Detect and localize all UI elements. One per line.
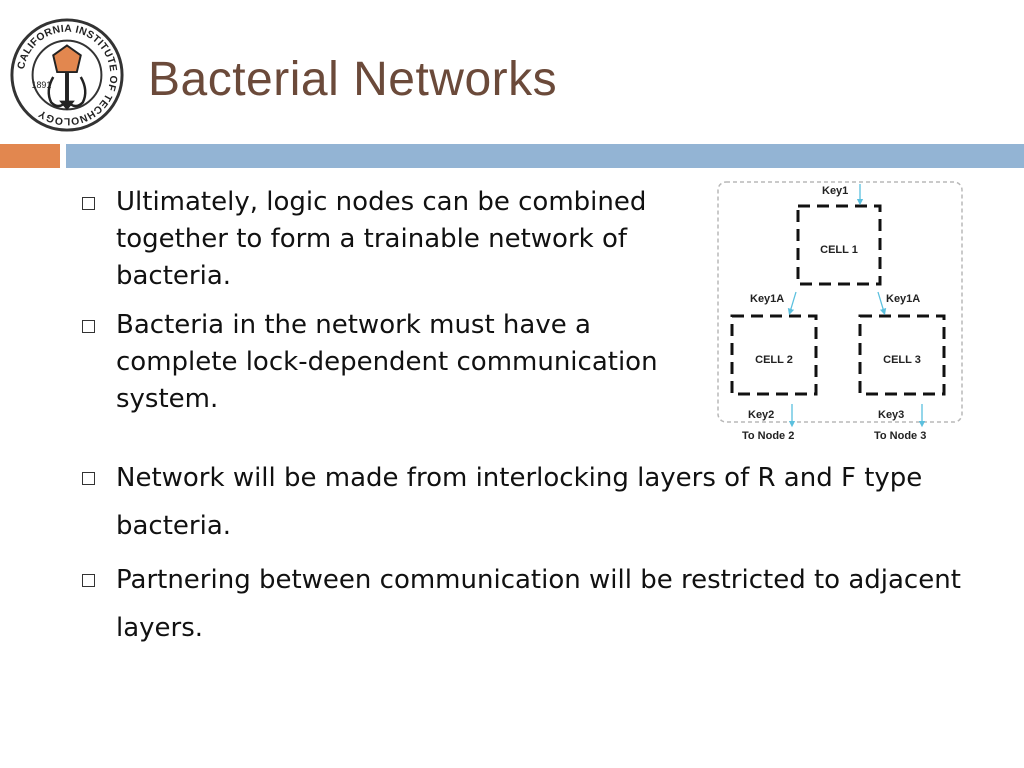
bullet-item: Partnering between communication will be… xyxy=(78,556,978,652)
cell-1-box xyxy=(796,204,882,286)
caltech-seal-icon: CALIFORNIA INSTITUTE OF TECHNOLOGY 1891 xyxy=(10,18,124,132)
slide-title: Bacterial Networks xyxy=(148,53,558,106)
bullet-text: Ultimately, logic nodes can be combined … xyxy=(116,187,647,291)
key1-label: Key1 xyxy=(822,185,848,197)
header-accent-bar-orange xyxy=(0,144,60,168)
key1a-right-arrow xyxy=(877,291,887,316)
cell-3-label: CELL 3 xyxy=(883,354,921,366)
bullet-text: Network will be made from interlocking l… xyxy=(116,463,923,541)
bullet-square-icon xyxy=(82,574,95,587)
cell-2-label: CELL 2 xyxy=(755,354,793,366)
diagram-frame xyxy=(717,181,963,423)
seal-year: 1891 xyxy=(32,80,52,90)
key3-label: Key3 xyxy=(878,409,904,421)
bullet-item: Network will be made from interlocking l… xyxy=(78,454,978,550)
cell-2-box xyxy=(730,314,818,396)
bullet-text: Bacteria in the network must have a comp… xyxy=(116,310,658,414)
bullet-text: Partnering between communication will be… xyxy=(116,565,961,643)
header-accent-bar-blue xyxy=(66,144,1024,168)
to-node3-label: To Node 3 xyxy=(874,430,926,442)
bullet-list-top: Ultimately, logic nodes can be combined … xyxy=(78,184,698,430)
cell-1-label: CELL 1 xyxy=(820,244,858,256)
bullet-item: Ultimately, logic nodes can be combined … xyxy=(78,184,698,295)
bullet-square-icon xyxy=(82,320,95,333)
bullet-list-bottom: Network will be made from interlocking l… xyxy=(78,454,978,658)
bullet-square-icon xyxy=(82,472,95,485)
bullet-item: Bacteria in the network must have a comp… xyxy=(78,307,698,418)
cell-3-box xyxy=(858,314,946,396)
bullet-square-icon xyxy=(82,197,95,210)
to-node2-label: To Node 2 xyxy=(742,430,794,442)
key1a-left-label: Key1A xyxy=(750,293,784,305)
key1a-left-arrow xyxy=(787,291,797,316)
key1a-right-label: Key1A xyxy=(886,293,920,305)
key2-label: Key2 xyxy=(748,409,774,421)
bacterial-network-diagram: CELL 1 CELL 2 CELL 3 Key1 Key1A Key1A Ke… xyxy=(717,181,963,442)
